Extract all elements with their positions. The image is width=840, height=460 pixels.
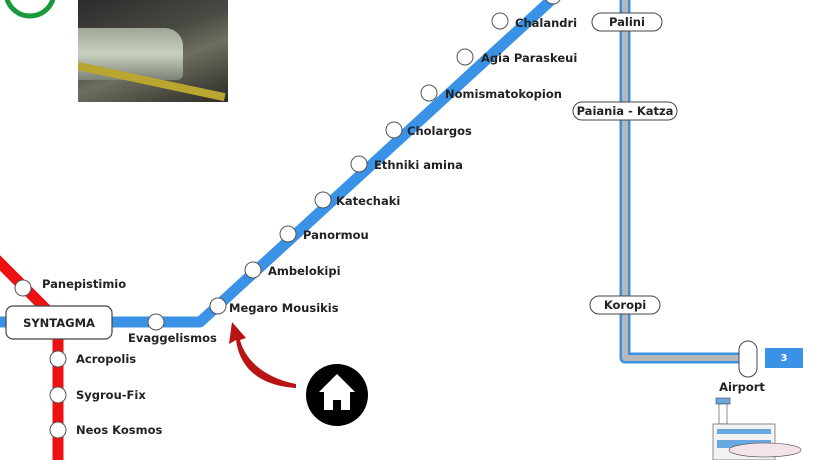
svg-text:Paiania - Katza: Paiania - Katza (577, 104, 674, 118)
station-marker (49, 350, 67, 368)
station-blue-5[interactable]: Ethniki amina (350, 155, 463, 173)
station-marker (244, 261, 262, 279)
station-koropi[interactable]: Koropi (589, 295, 661, 315)
svg-text:Palini: Palini (609, 15, 645, 29)
station-marker (147, 313, 165, 331)
station-blue-7[interactable]: Nomismatokopion (420, 84, 562, 102)
station-marker (14, 279, 32, 297)
station-label: Ethniki amina (374, 158, 463, 172)
metro-logo (4, 0, 56, 19)
arrow-icon (229, 322, 296, 388)
station-paiania[interactable]: Paiania - Katza (572, 101, 678, 121)
station-marker (314, 191, 332, 209)
station-label: Acropolis (76, 352, 136, 366)
station-label: Ambelokipi (268, 264, 341, 278)
station-blue-4[interactable]: Katechaki (314, 191, 400, 209)
station-label: Chalandri (515, 16, 577, 30)
svg-text:Koropi: Koropi (604, 298, 646, 312)
station-blue-8[interactable]: Agia Paraskeui (456, 48, 577, 66)
station-label: Agia Paraskeui (481, 51, 577, 65)
syntagma-interchange[interactable] (5, 305, 113, 340)
station-red-0[interactable]: Panepistimio (14, 277, 126, 297)
station-marker (385, 121, 403, 139)
station-label: Sygrou-Fix (76, 388, 146, 402)
station-red-1[interactable]: Acropolis (49, 350, 136, 368)
station-marker (350, 155, 368, 173)
station-label: Neos Kosmos (76, 423, 163, 437)
station-label: Katechaki (336, 194, 400, 208)
station-blue-2[interactable]: Ambelokipi (244, 261, 341, 279)
home-icon[interactable] (306, 364, 368, 426)
station-marker (209, 297, 227, 315)
syntagma-label: SYNTAGMA (23, 316, 95, 330)
station-label: Evaggelismos (128, 331, 217, 345)
airport-icon (712, 397, 802, 460)
line-badge: 3 (765, 348, 803, 368)
station-label: Nomismatokopion (445, 87, 562, 101)
station-blue-3[interactable]: Panormou (279, 225, 369, 243)
station-blue-9[interactable]: Chalandri (491, 12, 577, 30)
station-red-2[interactable]: Sygrou-Fix (49, 386, 146, 404)
station-marker (279, 225, 297, 243)
station-palini[interactable]: Palini (591, 12, 663, 32)
station-blue-6[interactable]: Cholargos (385, 121, 472, 139)
svg-text:Airport: Airport (719, 380, 765, 394)
station-airport[interactable]: Airport (719, 340, 765, 394)
station-label: Cholargos (407, 124, 472, 138)
station-marker (491, 12, 509, 30)
station-marker (545, 0, 561, 5)
station-label: Panepistimio (42, 277, 126, 291)
station-red-3[interactable]: Neos Kosmos (49, 421, 163, 439)
station-label: Panormou (303, 228, 369, 242)
station-marker (456, 48, 474, 66)
station-label: Megaro Mousikis (229, 301, 339, 315)
station-marker (49, 386, 67, 404)
station-marker (49, 421, 67, 439)
train-photo (78, 0, 228, 102)
station-blue-1[interactable]: Megaro Mousikis (209, 297, 339, 315)
station-marker (420, 84, 438, 102)
station-blue-0[interactable]: Evaggelismos (128, 313, 217, 345)
